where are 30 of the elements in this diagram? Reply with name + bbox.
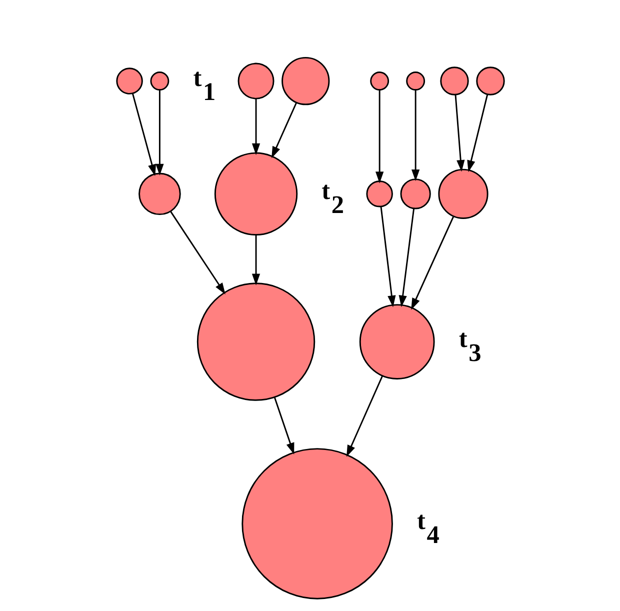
node-circle — [400, 178, 430, 210]
node-circle — [138, 172, 180, 216]
node-circle — [476, 66, 504, 96]
arrow — [410, 216, 454, 310]
arrow — [251, 235, 260, 286]
node-circle — [116, 68, 142, 94]
node-circle — [440, 66, 468, 96]
arrow — [398, 208, 414, 308]
node-circle — [214, 152, 298, 236]
arrow — [131, 93, 156, 176]
arrow — [346, 375, 383, 457]
arrow — [271, 102, 297, 158]
node-circle — [150, 72, 169, 91]
arrow — [454, 94, 464, 172]
arrow — [155, 90, 164, 176]
arrow — [380, 206, 396, 308]
arrow — [273, 397, 294, 455]
node-circle — [438, 168, 488, 219]
node-circle — [406, 72, 425, 91]
arrow — [374, 90, 384, 184]
arrow — [410, 90, 420, 182]
node-circle — [281, 56, 330, 106]
node-circle — [366, 180, 392, 208]
arrow — [466, 94, 488, 172]
node-circle — [370, 72, 389, 91]
node-circle — [358, 304, 434, 380]
arrow — [169, 210, 225, 294]
node-circle — [237, 62, 274, 100]
node-circle — [241, 448, 392, 600]
arrow — [251, 98, 260, 156]
